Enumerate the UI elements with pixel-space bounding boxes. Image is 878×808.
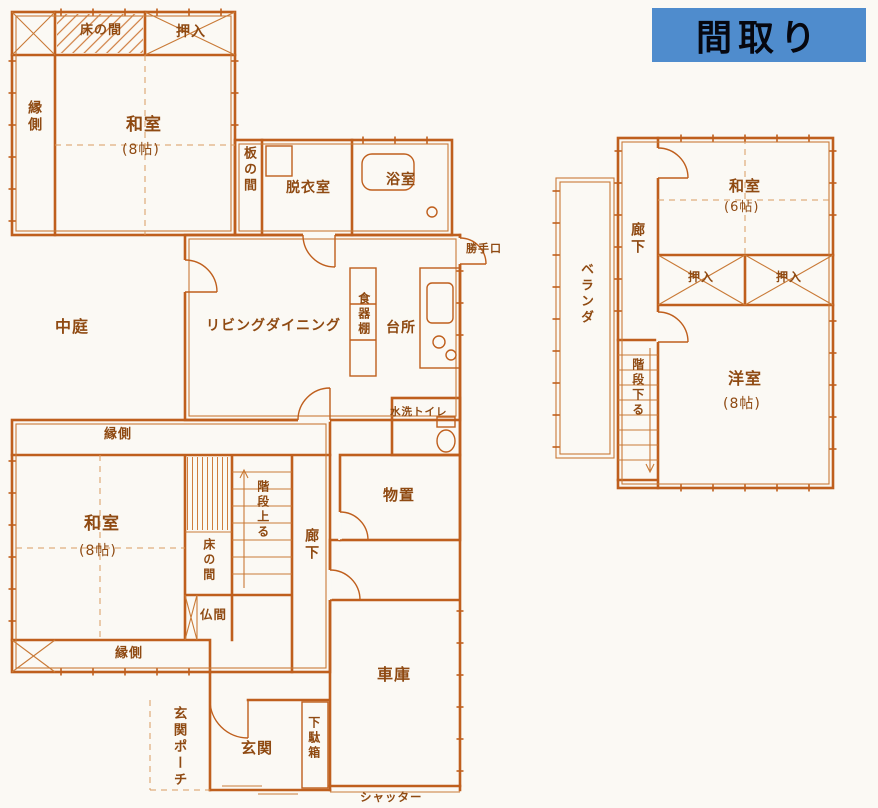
room-label-genkan: 玄関 xyxy=(241,739,274,757)
room-label-daidokoro: 台所 xyxy=(386,320,416,336)
room-label-living-dining: リビングダイニング xyxy=(206,318,341,334)
room-label-engawa-bottom: 縁側 xyxy=(115,646,144,661)
room-label-oshiire-2f-right: 押入 xyxy=(776,270,803,284)
room-label-youshitsu-size: (8帖) xyxy=(723,396,761,412)
room-label-shutter: シャッター xyxy=(360,790,423,804)
floorplan-title-box: 間取り xyxy=(652,8,866,62)
room-label-oshiire-2f-left: 押入 xyxy=(688,270,715,284)
room-label-washitsu1: 和室 xyxy=(126,115,162,135)
room-label-washitsu2-size: (8帖) xyxy=(79,543,117,559)
room-label-washitsu-2f: 和室 xyxy=(729,177,762,195)
room-label-youshitsu: 洋室 xyxy=(728,369,763,388)
room-label-washitsu2: 和室 xyxy=(84,514,120,534)
room-label-washitsu1-size: (8帖) xyxy=(122,142,160,158)
room-label-itanoma: 板の間 xyxy=(240,146,256,194)
room-label-kaidan-up: 階段上る xyxy=(255,480,270,540)
room-label-shako: 車庫 xyxy=(377,665,412,684)
room-label-rouka-1f: 廊下 xyxy=(303,528,320,562)
room-label-genkan-porch: 玄関ポーチ xyxy=(170,706,187,789)
room-label-rouka-2f: 廊下 xyxy=(629,222,646,256)
room-label-engawa-left: 縁側 xyxy=(26,100,43,134)
room-label-butsuma: 仏間 xyxy=(200,607,228,622)
room-label-katteguchi: 勝手口 xyxy=(466,242,502,255)
room-label-yokushitsu: 浴室 xyxy=(386,172,416,188)
room-label-kaidan-down: 階段下る xyxy=(630,358,645,418)
room-label-tokonoma2: 床の間 xyxy=(201,538,216,583)
room-label-tokonoma-top: 床の間 xyxy=(80,23,123,38)
room-label-oshiire-top: 押入 xyxy=(176,24,206,40)
floorplan-title: 間取り xyxy=(695,18,822,59)
room-label-engawa-mid: 縁側 xyxy=(104,427,133,442)
room-label-suisen-toire: 水洗トイレ xyxy=(390,406,448,418)
room-label-monooki: 物置 xyxy=(383,486,416,504)
room-label-nakaniwa: 中庭 xyxy=(55,317,90,336)
room-label-shokkidana: 食器棚 xyxy=(356,292,371,337)
room-label-datsuishitsu: 脱衣室 xyxy=(286,180,331,196)
room-label-getabako: 下駄箱 xyxy=(306,716,321,761)
room-label-washitsu-2f-size: (6帖) xyxy=(724,200,760,215)
room-label-veranda: ベランダ xyxy=(577,262,593,326)
